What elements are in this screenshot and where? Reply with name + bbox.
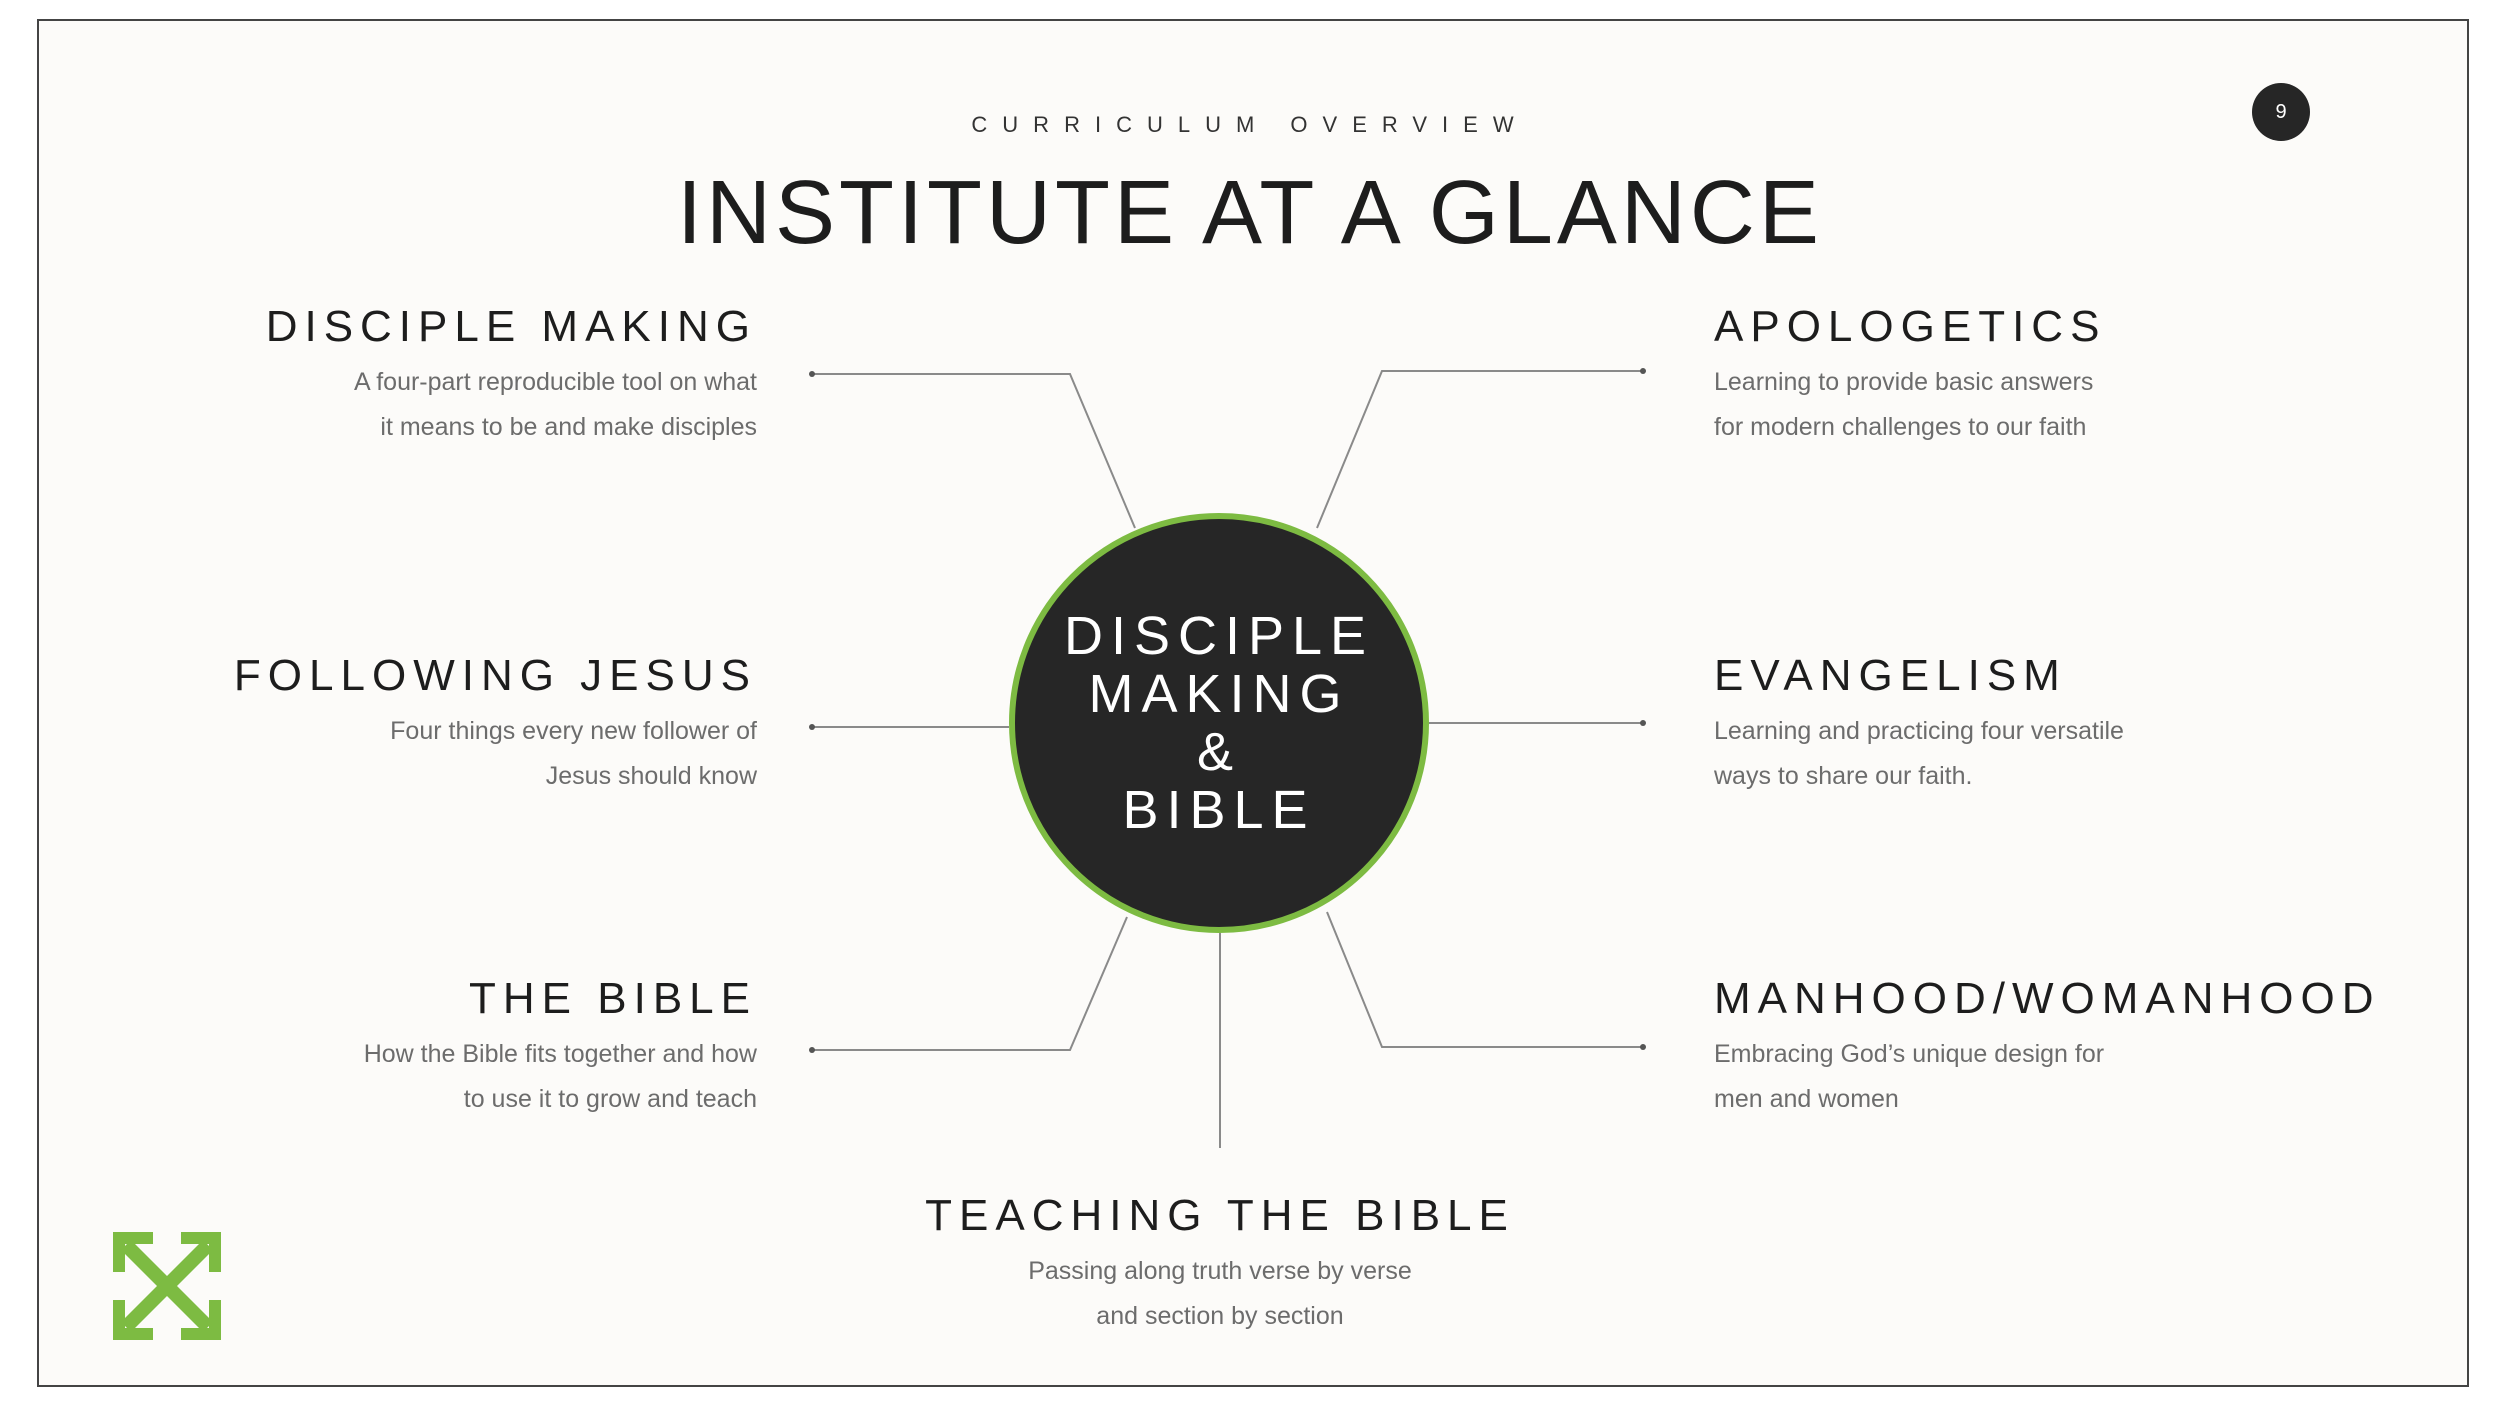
topic-desc-line: Learning to provide basic answers: [1714, 368, 2094, 396]
topic-title: TEACHING THE BIBLE: [925, 1191, 1515, 1240]
connector-apologetics: [1316, 370, 1643, 529]
topic-title: EVANGELISM: [1714, 651, 2067, 700]
green-x-arrows-icon: [113, 1232, 221, 1340]
connector-disciple-making: [812, 373, 1136, 529]
topic-desc-line: it means to be and make disciples: [380, 413, 757, 441]
topic-desc-line: men and women: [1714, 1085, 1899, 1113]
hub-line-1: DISCIPLE: [1063, 606, 1375, 666]
topic-title: APOLOGETICS: [1714, 302, 2107, 351]
hub-line-2: MAKING: [1088, 664, 1350, 724]
topic-desc-line: Jesus should know: [545, 762, 757, 790]
hub-line-3: &: [1196, 722, 1242, 782]
topic-desc-line: to use it to grow and teach: [463, 1085, 757, 1113]
connector-the-bible: [812, 916, 1128, 1051]
topic-desc-line: Passing along truth verse by verse: [1028, 1257, 1412, 1285]
topic-desc-line: How the Bible fits together and how: [363, 1040, 757, 1068]
page-number-badge: 9: [2252, 83, 2310, 141]
page-title: INSTITUTE AT A GLANCE: [677, 163, 1823, 263]
topic-desc-line: Learning and practicing four versatile: [1714, 717, 2124, 745]
topic-manhood-womanhood: MANHOOD/WOMANHOOD Embracing God’s unique…: [1714, 974, 2474, 1122]
topic-teaching-the-bible: TEACHING THE BIBLE Passing along truth v…: [840, 1191, 1600, 1339]
topic-desc-line: for modern challenges to our faith: [1714, 413, 2087, 441]
topic-desc-line: A four-part reproducible tool on what: [353, 368, 757, 396]
topic-desc-line: and section by section: [1096, 1302, 1344, 1330]
topic-title: FOLLOWING JESUS: [233, 651, 757, 700]
connector-manhood-womanhood: [1326, 911, 1643, 1048]
topic-desc-line: Four things every new follower of: [390, 717, 757, 745]
topic-title: THE BIBLE: [469, 974, 757, 1023]
topic-desc-line: Embracing God’s unique design for: [1714, 1040, 2105, 1068]
topic-the-bible: THE BIBLE How the Bible fits together an…: [0, 974, 757, 1122]
topic-apologetics: APOLOGETICS Learning to provide basic an…: [1714, 302, 2474, 450]
topic-title: MANHOOD/WOMANHOOD: [1714, 974, 2381, 1023]
topic-title: DISCIPLE MAKING: [265, 302, 757, 351]
topic-desc-line: ways to share our faith.: [1714, 762, 1973, 790]
hub-line-4: BIBLE: [1122, 780, 1316, 840]
center-hub: DISCIPLE MAKING & BIBLE: [1009, 513, 1429, 933]
topic-evangelism: EVANGELISM Learning and practicing four …: [1714, 651, 2474, 799]
topic-following-jesus: FOLLOWING JESUS Four things every new fo…: [0, 651, 757, 799]
topic-disciple-making: DISCIPLE MAKING A four-part reproducible…: [0, 302, 757, 450]
section-eyebrow: CURRICULUM OVERVIEW: [971, 112, 1529, 137]
